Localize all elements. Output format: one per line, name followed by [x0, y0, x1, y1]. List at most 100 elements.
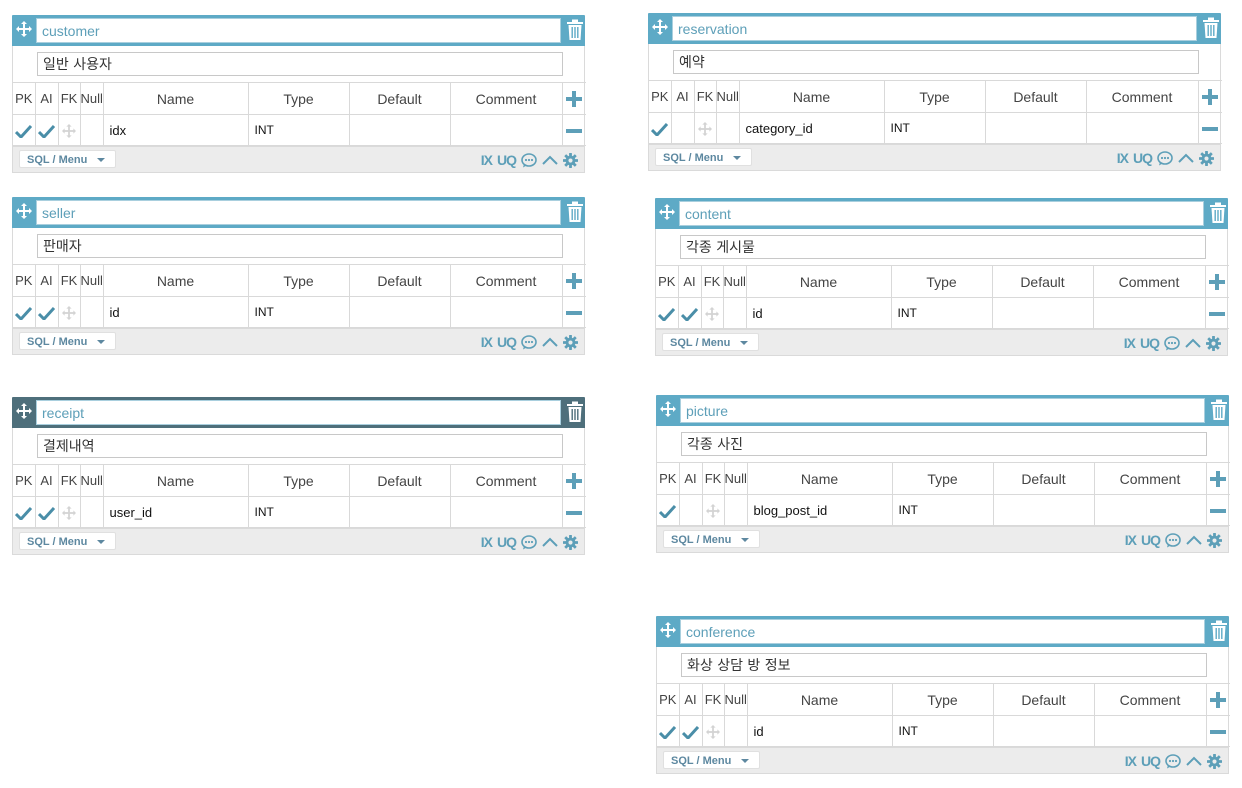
minus-icon[interactable] — [1209, 312, 1226, 317]
minus-icon[interactable] — [1202, 127, 1219, 132]
ai-cell[interactable] — [678, 494, 703, 526]
table-header[interactable] — [12, 15, 585, 46]
column-type[interactable]: INT — [247, 496, 350, 528]
table-header[interactable] — [12, 197, 585, 228]
gear-icon[interactable] — [1206, 335, 1221, 351]
table-name-input[interactable] — [36, 400, 561, 425]
index-button[interactable]: IX — [1123, 335, 1136, 351]
null-cell[interactable] — [722, 297, 747, 329]
trash-icon[interactable] — [566, 19, 584, 41]
minus-icon[interactable] — [566, 511, 583, 516]
table-header[interactable] — [648, 13, 1221, 44]
table-comment-input[interactable] — [673, 50, 1199, 74]
pk-cell[interactable] — [657, 494, 680, 526]
minus-icon[interactable] — [566, 311, 583, 316]
unique-button[interactable]: UQ — [497, 152, 517, 168]
sql-menu-button[interactable]: SQL / Menu — [655, 148, 752, 166]
check-icon[interactable] — [651, 122, 669, 136]
add-column-cell[interactable] — [1205, 462, 1230, 495]
sql-menu-button[interactable]: SQL / Menu — [663, 530, 760, 548]
trash-icon[interactable] — [1210, 620, 1228, 642]
trash-icon[interactable] — [1210, 399, 1228, 421]
collapse-chevron-icon[interactable] — [542, 154, 558, 166]
remove-column-cell[interactable] — [1205, 494, 1230, 526]
gear-icon[interactable] — [563, 534, 578, 550]
minus-icon[interactable] — [566, 129, 583, 134]
table-row[interactable]: id INT — [656, 297, 1229, 329]
table-card-customer[interactable]: PK AI FK Null Name Type Default Comment — [12, 15, 586, 173]
pk-cell[interactable] — [657, 715, 680, 747]
add-column-cell[interactable] — [561, 264, 586, 297]
gear-icon[interactable] — [1199, 150, 1214, 166]
column-name[interactable]: id — [745, 297, 892, 329]
table-card-content[interactable]: PK AI FK Null Name Type Default Comment — [655, 198, 1229, 356]
table-card-picture[interactable]: PK AI FK Null Name Type Default Comment — [656, 395, 1230, 553]
check-icon[interactable] — [681, 307, 698, 321]
column-name[interactable]: idx — [102, 114, 249, 146]
gear-icon[interactable] — [563, 334, 578, 350]
index-button[interactable]: IX — [480, 334, 493, 350]
add-column-cell[interactable] — [561, 82, 586, 115]
check-icon[interactable] — [659, 725, 677, 739]
trash-icon[interactable] — [1209, 202, 1227, 224]
check-icon[interactable] — [15, 506, 33, 520]
plus-icon[interactable] — [1209, 274, 1226, 291]
sql-menu-button[interactable]: SQL / Menu — [19, 150, 116, 168]
table-name-input[interactable] — [672, 16, 1197, 41]
gear-icon[interactable] — [1207, 532, 1222, 548]
column-default[interactable] — [348, 496, 451, 528]
unique-button[interactable]: UQ — [1141, 753, 1161, 769]
null-cell[interactable] — [723, 494, 748, 526]
minus-icon[interactable] — [1210, 509, 1227, 514]
move-icon[interactable] — [16, 21, 32, 37]
comment-bubble-icon[interactable] — [1164, 335, 1180, 351]
remove-column-cell[interactable] — [561, 114, 586, 146]
comment-bubble-icon[interactable] — [1165, 753, 1181, 769]
table-row[interactable]: category_id INT — [649, 112, 1222, 144]
fk-cell[interactable] — [701, 715, 725, 747]
ai-cell[interactable] — [34, 114, 59, 146]
check-icon[interactable] — [659, 504, 677, 518]
add-column-cell[interactable] — [1197, 80, 1222, 113]
move-icon[interactable] — [16, 203, 32, 219]
index-button[interactable]: IX — [1124, 532, 1137, 548]
gear-icon[interactable] — [1207, 753, 1222, 769]
move-icon[interactable] — [660, 401, 676, 417]
plus-icon[interactable] — [566, 91, 583, 108]
collapse-chevron-icon[interactable] — [1178, 152, 1194, 164]
column-type[interactable]: INT — [883, 112, 986, 144]
column-default[interactable] — [348, 114, 451, 146]
pk-cell[interactable] — [656, 297, 679, 329]
move-icon[interactable] — [652, 19, 668, 35]
null-cell[interactable] — [715, 112, 740, 144]
collapse-chevron-icon[interactable] — [1186, 534, 1202, 546]
collapse-chevron-icon[interactable] — [542, 336, 558, 348]
index-button[interactable]: IX — [480, 534, 493, 550]
remove-column-cell[interactable] — [1205, 715, 1230, 747]
ai-cell[interactable] — [670, 112, 695, 144]
fk-cell[interactable] — [701, 494, 725, 526]
ai-cell[interactable] — [34, 296, 59, 328]
pk-cell[interactable] — [13, 296, 36, 328]
table-comment-input[interactable] — [680, 235, 1206, 259]
table-row[interactable]: idx INT — [13, 114, 586, 146]
table-name-input[interactable] — [680, 619, 1205, 644]
column-name[interactable]: id — [102, 296, 249, 328]
index-button[interactable]: IX — [1116, 150, 1129, 166]
comment-bubble-icon[interactable] — [521, 534, 537, 550]
check-icon[interactable] — [682, 725, 699, 739]
fk-cell[interactable] — [57, 296, 81, 328]
comment-bubble-icon[interactable] — [521, 152, 537, 168]
pk-cell[interactable] — [13, 114, 36, 146]
column-comment[interactable] — [1085, 112, 1199, 144]
index-button[interactable]: IX — [480, 152, 493, 168]
ai-cell[interactable] — [34, 496, 59, 528]
column-type[interactable]: INT — [891, 715, 994, 747]
plus-icon[interactable] — [1210, 692, 1227, 709]
remove-column-cell[interactable] — [561, 496, 586, 528]
column-default[interactable] — [984, 112, 1087, 144]
table-name-input[interactable] — [36, 200, 561, 225]
table-card-reservation[interactable]: PK AI FK Null Name Type Default Comment — [648, 13, 1222, 171]
remove-column-cell[interactable] — [1204, 297, 1229, 329]
unique-button[interactable]: UQ — [1133, 150, 1153, 166]
